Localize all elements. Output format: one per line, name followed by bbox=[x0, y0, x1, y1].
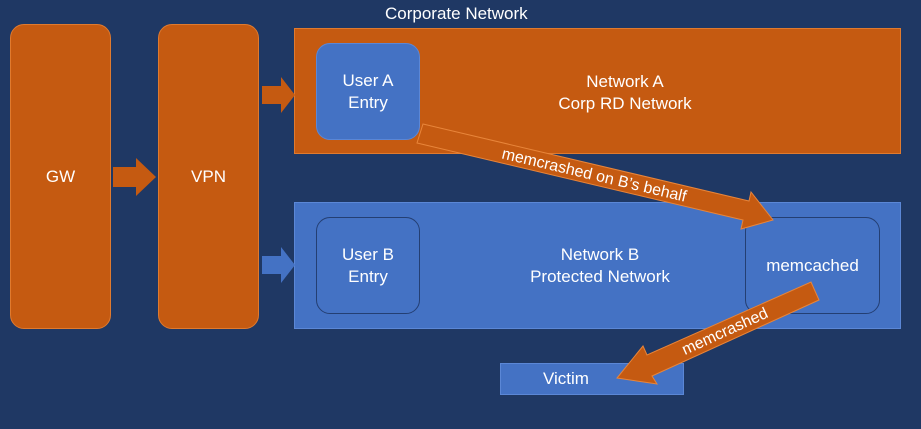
user-a-name: User A bbox=[342, 70, 394, 90]
arrow-vpn-to-network-b bbox=[262, 247, 295, 283]
user-b-name: User B bbox=[342, 244, 394, 264]
arrow-user-a-label: memcrashed on B’s behalf bbox=[500, 146, 689, 206]
memcached-label: memcached bbox=[766, 255, 859, 275]
network-b-desc: Protected Network bbox=[530, 267, 670, 286]
diagram-title: Corporate Network bbox=[385, 4, 528, 23]
network-a-desc: Corp RD Network bbox=[558, 94, 692, 113]
gw-box: GW bbox=[10, 24, 111, 329]
user-b-entry-box: User B Entry bbox=[316, 217, 420, 314]
user-a-entry-box: User A Entry bbox=[316, 43, 420, 140]
vpn-label: VPN bbox=[191, 166, 226, 186]
gw-label: GW bbox=[45, 166, 76, 186]
arrow-vpn-to-network-a bbox=[262, 77, 295, 113]
user-b-desc: Entry bbox=[348, 266, 388, 286]
vpn-box: VPN bbox=[158, 24, 259, 329]
user-a-desc: Entry bbox=[348, 92, 388, 112]
arrow-user-a-to-memcached bbox=[416, 123, 774, 230]
arrow-victim-label: memcrashed bbox=[680, 305, 771, 359]
arrow-gw-to-vpn bbox=[113, 158, 156, 196]
arrow-memcached-to-victim bbox=[616, 281, 820, 385]
victim-label: Victim bbox=[543, 369, 589, 388]
network-b-name: Network B bbox=[560, 245, 640, 264]
network-a-name: Network A bbox=[586, 72, 664, 91]
